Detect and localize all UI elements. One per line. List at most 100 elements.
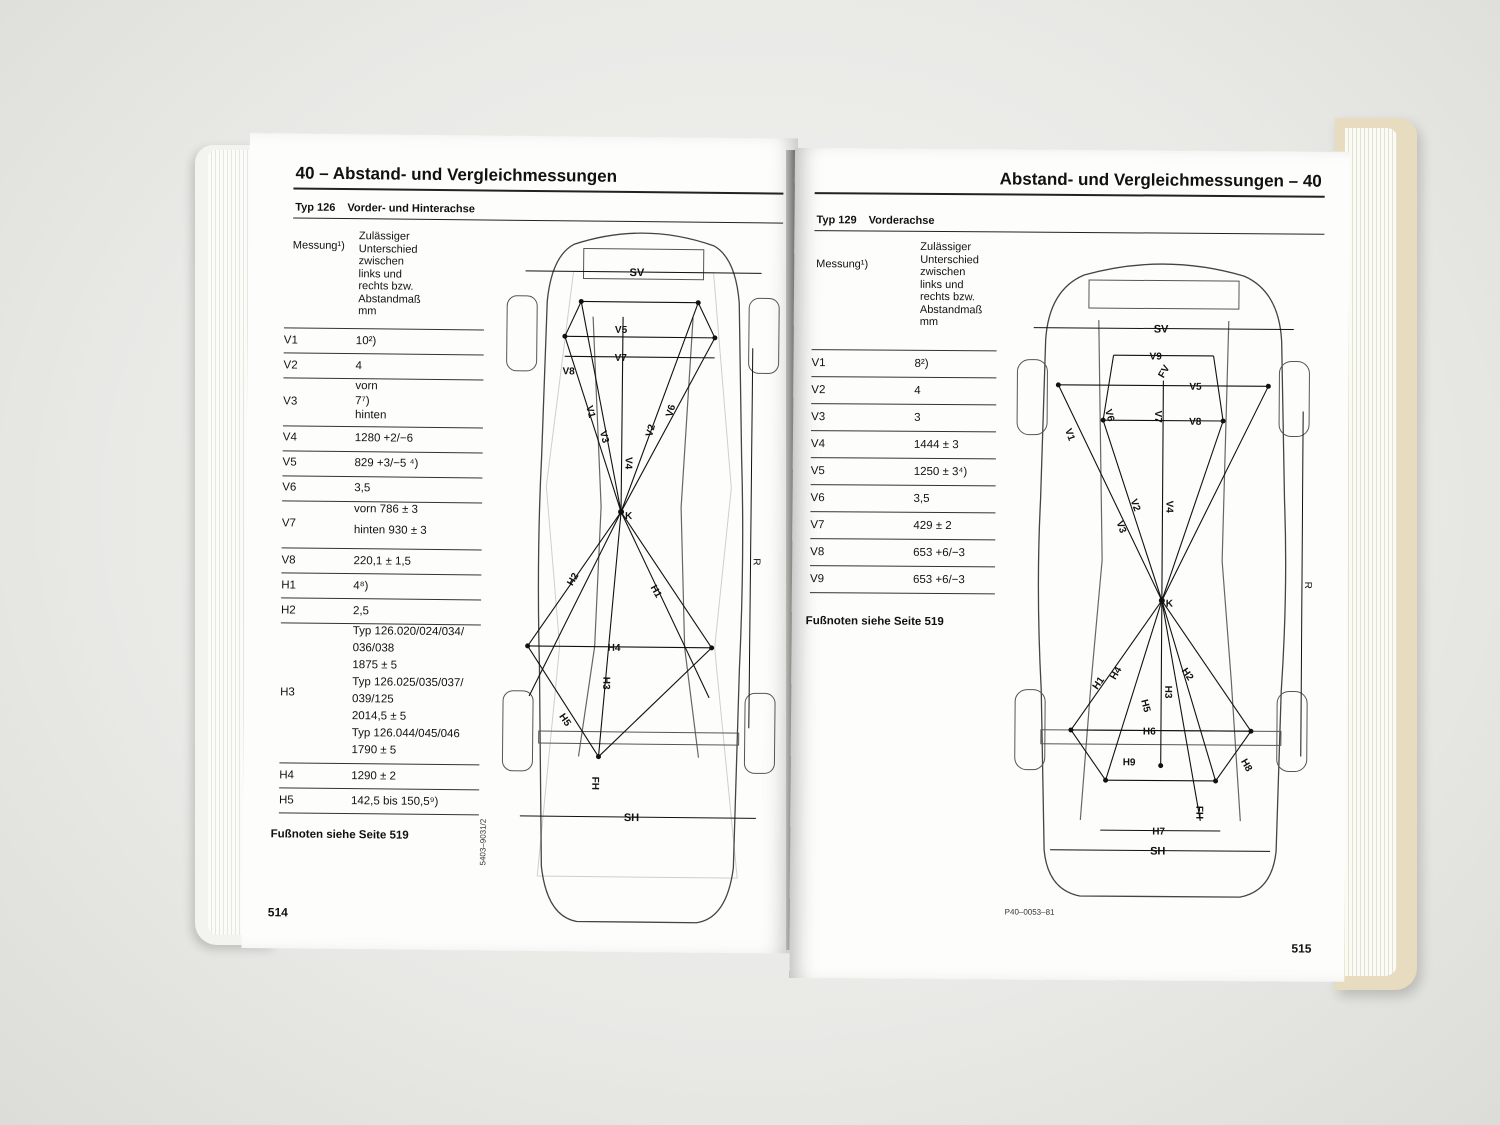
row-label: V6 <box>810 491 825 504</box>
ghost-outline <box>536 270 738 879</box>
page-heading: Abstand- und Vergleichmessungen – 40 <box>999 169 1322 191</box>
row-value: Typ 126.025/035/037/ <box>352 676 464 690</box>
table-rule <box>279 762 480 766</box>
table-rule <box>809 592 995 595</box>
table-rule <box>282 424 483 428</box>
table-rule <box>811 430 997 433</box>
wheel-rear-right <box>743 692 776 774</box>
row-label: V2 <box>283 358 298 372</box>
row-label: V4 <box>810 437 826 450</box>
label-v2: V2 <box>644 423 658 438</box>
front-crossmember <box>1088 279 1240 310</box>
figure-code: P40–0053–81 <box>1004 907 1055 917</box>
subheading: Typ 129 Vorderachse <box>816 214 946 227</box>
row-label: V9 <box>809 572 825 585</box>
row-label: V1 <box>811 356 826 369</box>
label-v1: V1 <box>583 405 597 420</box>
label-h1: H1 <box>1091 675 1108 692</box>
label-h6: H6 <box>1143 726 1156 737</box>
column-header-line: Abstandmaß <box>919 303 983 316</box>
label-v4: V4 <box>1163 501 1174 514</box>
row-label: V4 <box>282 431 297 444</box>
label-v7: V7 <box>1152 410 1163 423</box>
label-r: R <box>1302 582 1313 589</box>
table-rule <box>810 484 996 487</box>
frame-rail-left <box>577 316 602 757</box>
row-value: 1250 ± 3⁴) <box>913 465 968 478</box>
label-h5: H5 <box>556 712 573 729</box>
axle-label: Vorderachse <box>868 214 935 227</box>
wheel-front-left <box>506 295 538 372</box>
table-rule <box>810 538 996 541</box>
row-label: V3 <box>283 395 298 408</box>
label-v4: V4 <box>622 457 633 470</box>
label-v1: V1 <box>1062 427 1077 443</box>
label-v2: V2 <box>1128 498 1143 514</box>
row-label: H5 <box>278 793 294 806</box>
type-label: Typ 126 <box>295 201 336 214</box>
row-value: vorn 786 ± 3 <box>354 502 418 516</box>
label-r: R <box>750 558 761 565</box>
row-value: hinten <box>354 409 387 422</box>
table-rule <box>283 377 484 381</box>
table-rule <box>283 352 484 356</box>
table-rule <box>282 449 483 453</box>
label-h3: H3 <box>1162 686 1173 699</box>
table-rule <box>281 597 482 601</box>
row-label: V2 <box>811 383 826 396</box>
column-header-line: mm <box>358 305 377 318</box>
label-v5: V5 <box>615 325 628 336</box>
rear-axle-bar <box>538 730 740 746</box>
chassis-diagram-typ126: SV SH R <box>501 232 780 924</box>
label-fh: FH <box>1193 806 1204 819</box>
row-label: V5 <box>810 464 825 477</box>
row-label: V1 <box>283 333 298 347</box>
row-value: 829 +3/−5 ⁴) <box>354 457 419 470</box>
column-header-line: zwischen <box>358 255 404 268</box>
label-h3: H3 <box>600 677 611 690</box>
label-v5: V5 <box>1189 382 1202 393</box>
label-h8: H8 <box>1238 757 1254 774</box>
row-label: V8 <box>281 553 296 567</box>
car-body-outline <box>1037 263 1287 898</box>
footnote: Fußnoten siehe Seite 519 <box>805 615 944 629</box>
row-value: 142,5 bis 150,5⁹) <box>350 794 439 808</box>
wheel-rear-left <box>501 690 534 772</box>
row-label: V3 <box>811 410 826 423</box>
page-edges-right <box>1345 128 1397 976</box>
row-value: 3,5 <box>354 482 371 495</box>
label-h9: H9 <box>1123 757 1136 768</box>
label-h4: H4 <box>1108 665 1124 682</box>
table-rule <box>282 474 483 478</box>
label-sh: SH <box>1150 845 1165 857</box>
label-fh: FH <box>589 777 600 790</box>
page-number: 514 <box>267 905 288 920</box>
column-header-measure: Messung¹) <box>816 258 869 271</box>
row-value: 8²) <box>914 357 929 370</box>
row-label: H3 <box>280 686 295 699</box>
row-value: 3,5 <box>913 492 930 505</box>
row-value: 4 <box>355 359 363 372</box>
table-rule <box>810 565 996 568</box>
label-v6: V6 <box>664 403 678 418</box>
row-value: 1290 ± 2 <box>351 769 397 783</box>
row-value: 039/125 <box>352 693 394 706</box>
row-value: Typ 126.020/024/034/ <box>352 625 465 639</box>
column-header-line: rechts bzw. <box>919 290 976 304</box>
label-k: K <box>1166 599 1174 610</box>
row-value: 1444 ± 3 <box>913 438 959 451</box>
type-label: Typ 129 <box>816 214 857 227</box>
row-value: hinten 930 ± 3 <box>353 524 427 538</box>
label-h2: H2 <box>565 571 581 588</box>
row-value: 7⁷) <box>355 394 370 407</box>
row-value: 2,5 <box>352 604 370 617</box>
label-v8: V8 <box>562 366 575 377</box>
label-h4: H4 <box>608 643 621 654</box>
heading-rule <box>293 187 784 195</box>
row-value: 220,1 ± 1,5 <box>353 554 412 568</box>
column-header-line: links und <box>358 267 403 281</box>
column-header-line: Zulässiger <box>358 230 410 243</box>
row-value: 1280 +2/−6 <box>354 432 414 445</box>
